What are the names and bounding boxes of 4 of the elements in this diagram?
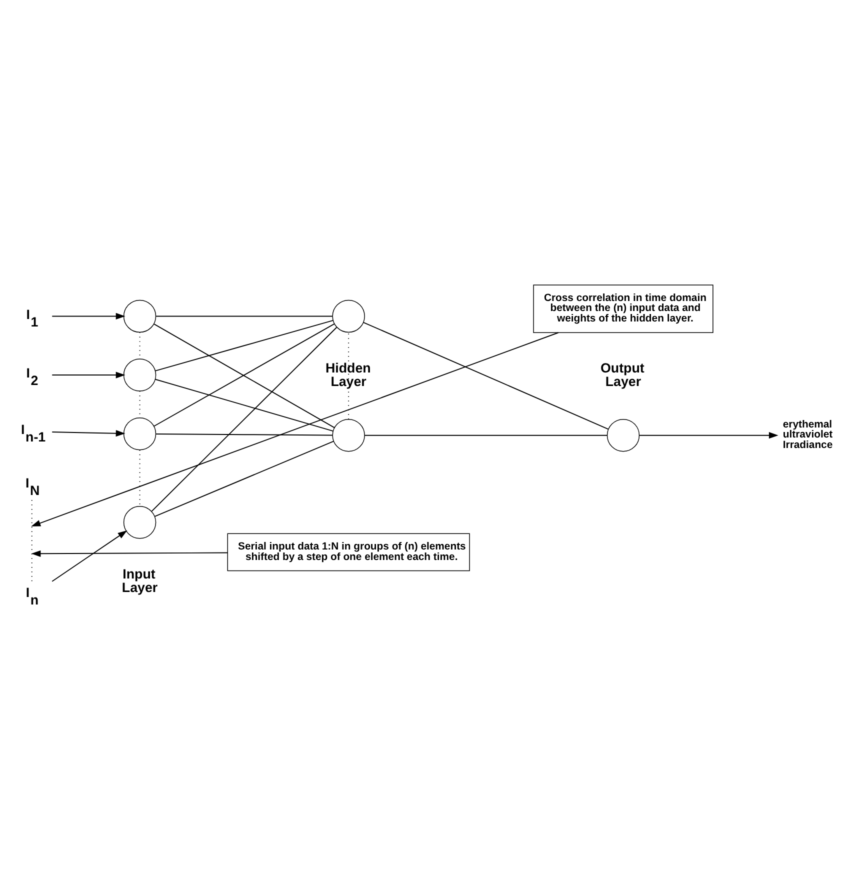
node-text: erythemal ultraviolet Irradiance — [782, 419, 833, 452]
label: Input Layer — [122, 566, 158, 595]
label: Hidden Layer — [326, 360, 371, 389]
label: Output Layer — [600, 360, 644, 389]
